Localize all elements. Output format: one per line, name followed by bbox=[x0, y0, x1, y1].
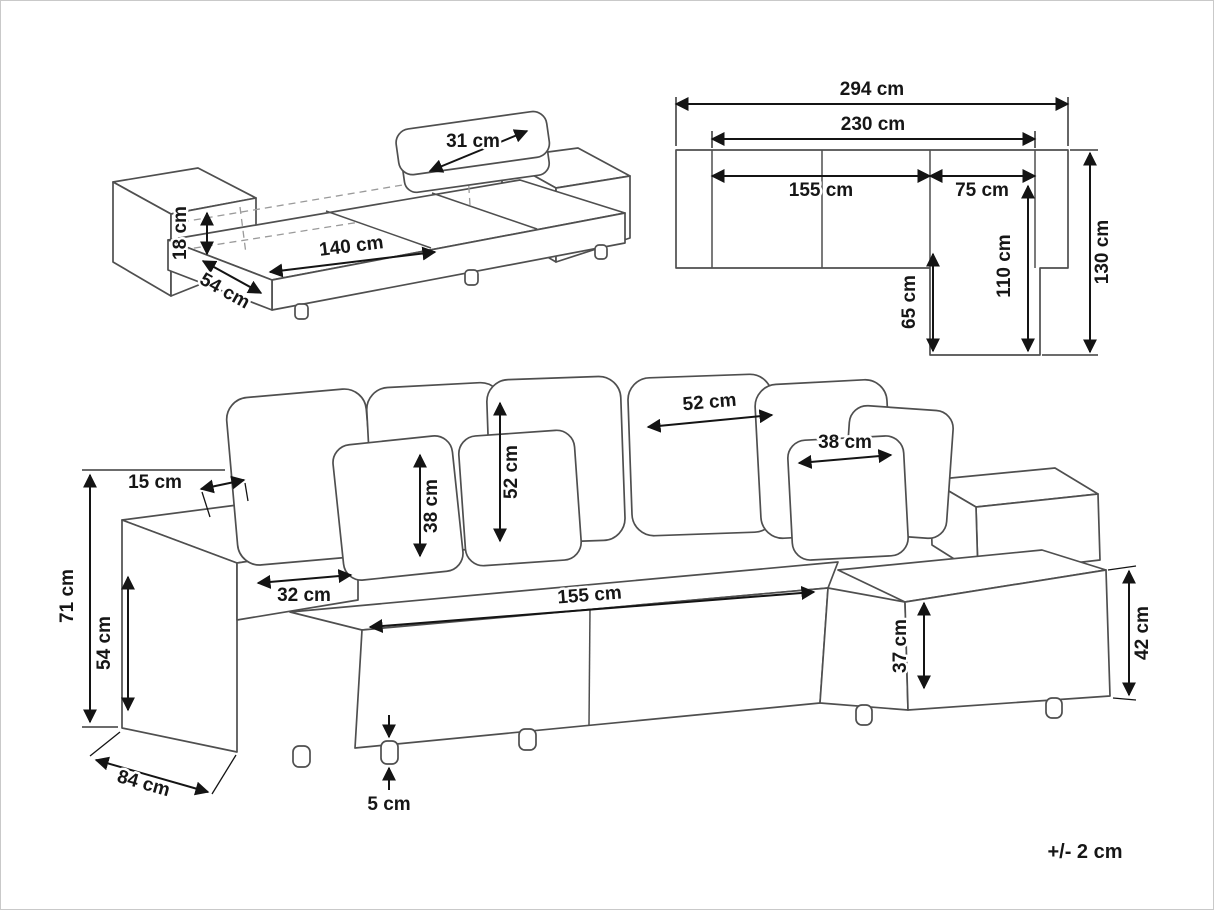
front-cushion-3 bbox=[787, 435, 909, 561]
plan-view: 294 cm 230 cm 155 cm 75 cm 65 cm 110 cm … bbox=[674, 77, 1116, 356]
dim-32-arrow bbox=[256, 569, 353, 589]
dim-71-label: 71 cm bbox=[57, 569, 78, 623]
dim-32-label: 32 cm bbox=[277, 585, 331, 606]
sofa-leg bbox=[518, 728, 537, 751]
chaise-front bbox=[904, 569, 1111, 711]
dim-37-label: 37 cm bbox=[890, 619, 911, 673]
front-view: 15 cm 71 cm 54 cm 32 cm 84 cm 5 cm 155 c… bbox=[55, 373, 1156, 818]
dim-84-ext bbox=[211, 754, 237, 795]
dim-84-ext bbox=[89, 731, 121, 757]
dim-42-label: 42 cm bbox=[1132, 606, 1153, 660]
dim-15-ext bbox=[244, 482, 249, 502]
dim-42-ext bbox=[1112, 697, 1137, 701]
bed-mattress-seam bbox=[431, 192, 538, 230]
dim-130-label: 130 cm bbox=[1092, 220, 1113, 284]
sofa-leg bbox=[855, 704, 873, 726]
dim-52w-label: 52 cm bbox=[682, 390, 738, 416]
dim-31-label: 31 cm bbox=[446, 131, 500, 152]
dim-230-label: 230 cm bbox=[841, 114, 905, 135]
dim-54-label: 54 cm bbox=[94, 616, 115, 670]
dim-31-arrow bbox=[428, 129, 529, 173]
dim-38h-label: 38 cm bbox=[421, 479, 442, 533]
dim-38w-arrow bbox=[797, 449, 893, 469]
dim-52h-label: 52 cm bbox=[501, 445, 522, 499]
dim-155-plan-label: 155 cm bbox=[789, 180, 853, 201]
dim-52w-arrow bbox=[646, 409, 774, 433]
dim-84-label: 84 cm bbox=[115, 766, 173, 801]
dim-5-label: 5 cm bbox=[367, 794, 410, 815]
dim-110-label: 110 cm bbox=[994, 234, 1015, 297]
bed-leg bbox=[294, 303, 309, 320]
sofa-leg bbox=[1045, 697, 1063, 719]
dim-84-arrow bbox=[94, 756, 210, 796]
sofa-leg-measured bbox=[380, 740, 399, 765]
dim-75-label: 75 cm bbox=[955, 180, 1009, 201]
bed-view: 31 cm 18 cm 54 cm 140 cm bbox=[112, 110, 631, 320]
front-cushion-1 bbox=[332, 435, 464, 581]
sofa-leg bbox=[292, 745, 311, 768]
dim-42-ext bbox=[1107, 565, 1137, 571]
dim-18-label: 18 cm bbox=[170, 206, 191, 260]
seat-front-seam bbox=[588, 608, 591, 726]
dim-38w-label: 38 cm bbox=[818, 432, 872, 453]
dim-155-arrow bbox=[368, 586, 816, 633]
dim-15-label: 15 cm bbox=[128, 472, 182, 493]
bed-leg bbox=[464, 269, 479, 286]
bed-mattress-seam bbox=[325, 210, 432, 249]
dim-140-arrow bbox=[268, 246, 437, 278]
plan-outline bbox=[675, 149, 1069, 356]
bed-hidden-line bbox=[239, 206, 247, 255]
dim-15-ext bbox=[201, 491, 211, 518]
bed-leg bbox=[594, 244, 608, 260]
tolerance-note: +/- 2 cm bbox=[1047, 841, 1122, 863]
dim-65-label: 65 cm bbox=[899, 275, 920, 329]
dim-54-bed-arrow bbox=[201, 260, 263, 294]
front-cushion-2 bbox=[457, 429, 583, 567]
dim-15-arrow bbox=[199, 475, 246, 494]
dim-294-label: 294 cm bbox=[840, 79, 904, 100]
